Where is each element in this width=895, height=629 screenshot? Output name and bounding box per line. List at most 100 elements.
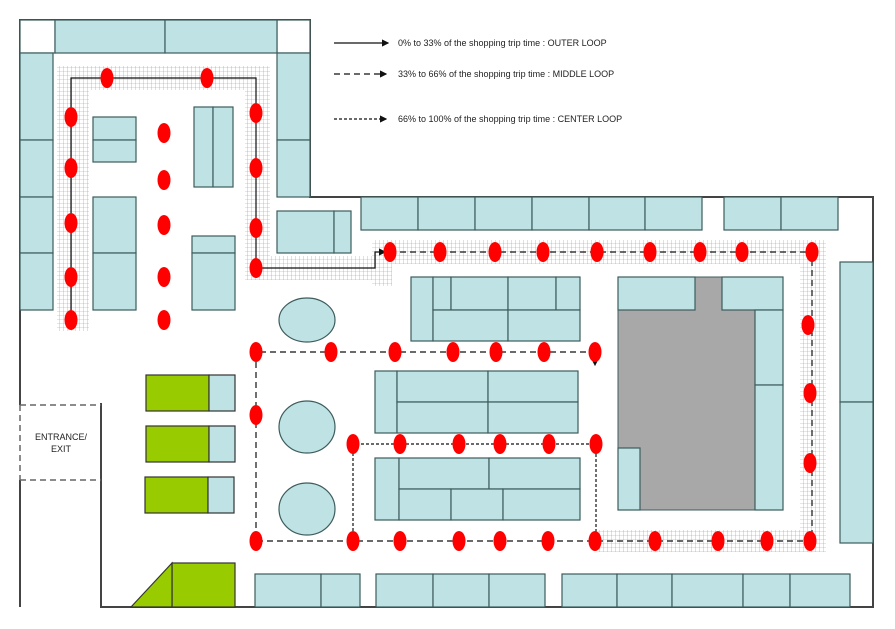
shelf (432, 573, 490, 608)
tracking-point (200, 68, 214, 88)
tracking-point (383, 242, 397, 262)
tracking-point (157, 267, 171, 287)
tracking-point (588, 342, 602, 362)
shelf (839, 401, 874, 544)
shelf (555, 276, 581, 311)
tracking-point (488, 242, 502, 262)
tracking-point (249, 218, 263, 238)
shelf (474, 196, 533, 231)
tracking-point (805, 242, 819, 262)
tracking-point (446, 342, 460, 362)
entrance-label-1: ENTRANCE/ (35, 432, 88, 442)
tracking-point (64, 107, 78, 127)
shelf (191, 252, 236, 311)
shelf (721, 276, 784, 311)
shelf (398, 488, 452, 521)
shelf (193, 106, 214, 188)
shelf (432, 276, 452, 311)
round-displays (278, 297, 336, 536)
tracking-point (803, 453, 817, 473)
shelf (92, 139, 137, 163)
tracking-point (803, 531, 817, 551)
tracking-point (157, 310, 171, 330)
tracking-point (157, 170, 171, 190)
legend-outer-loop: 0% to 33% of the shopping trip time : OU… (398, 38, 607, 48)
shelf (754, 384, 784, 511)
tracking-point (249, 342, 263, 362)
shelf (92, 252, 137, 311)
entrance-label-2: EXIT (51, 444, 72, 454)
tracking-point (452, 531, 466, 551)
shelf (507, 309, 581, 342)
tracking-point (393, 531, 407, 551)
shelf (561, 573, 618, 608)
tracking-point (588, 531, 602, 551)
tracking-point (643, 242, 657, 262)
shelf (396, 401, 489, 434)
shelf (450, 276, 509, 311)
shelf (276, 139, 311, 198)
shelf (617, 447, 641, 511)
shelf (19, 19, 56, 54)
shelf (588, 196, 646, 231)
tracking-point (346, 531, 360, 551)
shelf (417, 196, 476, 231)
shelf (333, 210, 352, 254)
tracking-point (249, 405, 263, 425)
shelf (276, 19, 311, 54)
shelves (19, 19, 874, 608)
tracking-point (589, 434, 603, 454)
shelf (92, 116, 137, 141)
tracking-point (100, 68, 114, 88)
shelf (839, 261, 874, 403)
shelf (164, 19, 278, 54)
shelf (742, 573, 791, 608)
tracking-point (803, 383, 817, 403)
shelf (644, 196, 703, 231)
tracking-point (433, 242, 447, 262)
tracking-point (493, 531, 507, 551)
tracking-point (541, 531, 555, 551)
gray-area-shelves (617, 276, 784, 511)
legend-middle-loop: 33% to 66% of the shopping trip time : M… (398, 69, 614, 79)
tracking-point (542, 434, 556, 454)
shelf (396, 370, 489, 403)
shelf (92, 196, 137, 254)
entrance-exit[interactable]: ENTRANCE/ EXIT (19, 404, 101, 481)
tracking-point (735, 242, 749, 262)
shelf (374, 370, 398, 434)
tracking-point (393, 434, 407, 454)
shelf (19, 196, 54, 254)
shelf (212, 106, 234, 188)
tracking-point (64, 310, 78, 330)
shelf (671, 573, 744, 608)
shelf (19, 139, 54, 198)
tracking-point (388, 342, 402, 362)
shelf (723, 196, 782, 231)
tracking-point (64, 213, 78, 233)
shelf (617, 276, 696, 311)
shelf (487, 370, 579, 403)
tracking-point (249, 103, 263, 123)
tracking-point (249, 158, 263, 178)
shelf (191, 235, 236, 254)
legend-center-loop: 66% to 100% of the shopping trip time : … (398, 114, 622, 124)
tracking-point (452, 434, 466, 454)
shelf (19, 52, 54, 141)
shelf (432, 309, 509, 342)
tracking-point (64, 158, 78, 178)
shelf (450, 488, 504, 521)
tracking-point (760, 531, 774, 551)
shelf (254, 573, 322, 608)
tracking-point (324, 342, 338, 362)
checkout-counters (129, 374, 236, 608)
shelf (780, 196, 839, 231)
tracking-point (346, 434, 360, 454)
tracking-point (157, 123, 171, 143)
shelf (320, 573, 361, 608)
tracking-point (693, 242, 707, 262)
shelf (754, 309, 784, 386)
shelf (360, 196, 419, 231)
shelf (398, 457, 490, 490)
